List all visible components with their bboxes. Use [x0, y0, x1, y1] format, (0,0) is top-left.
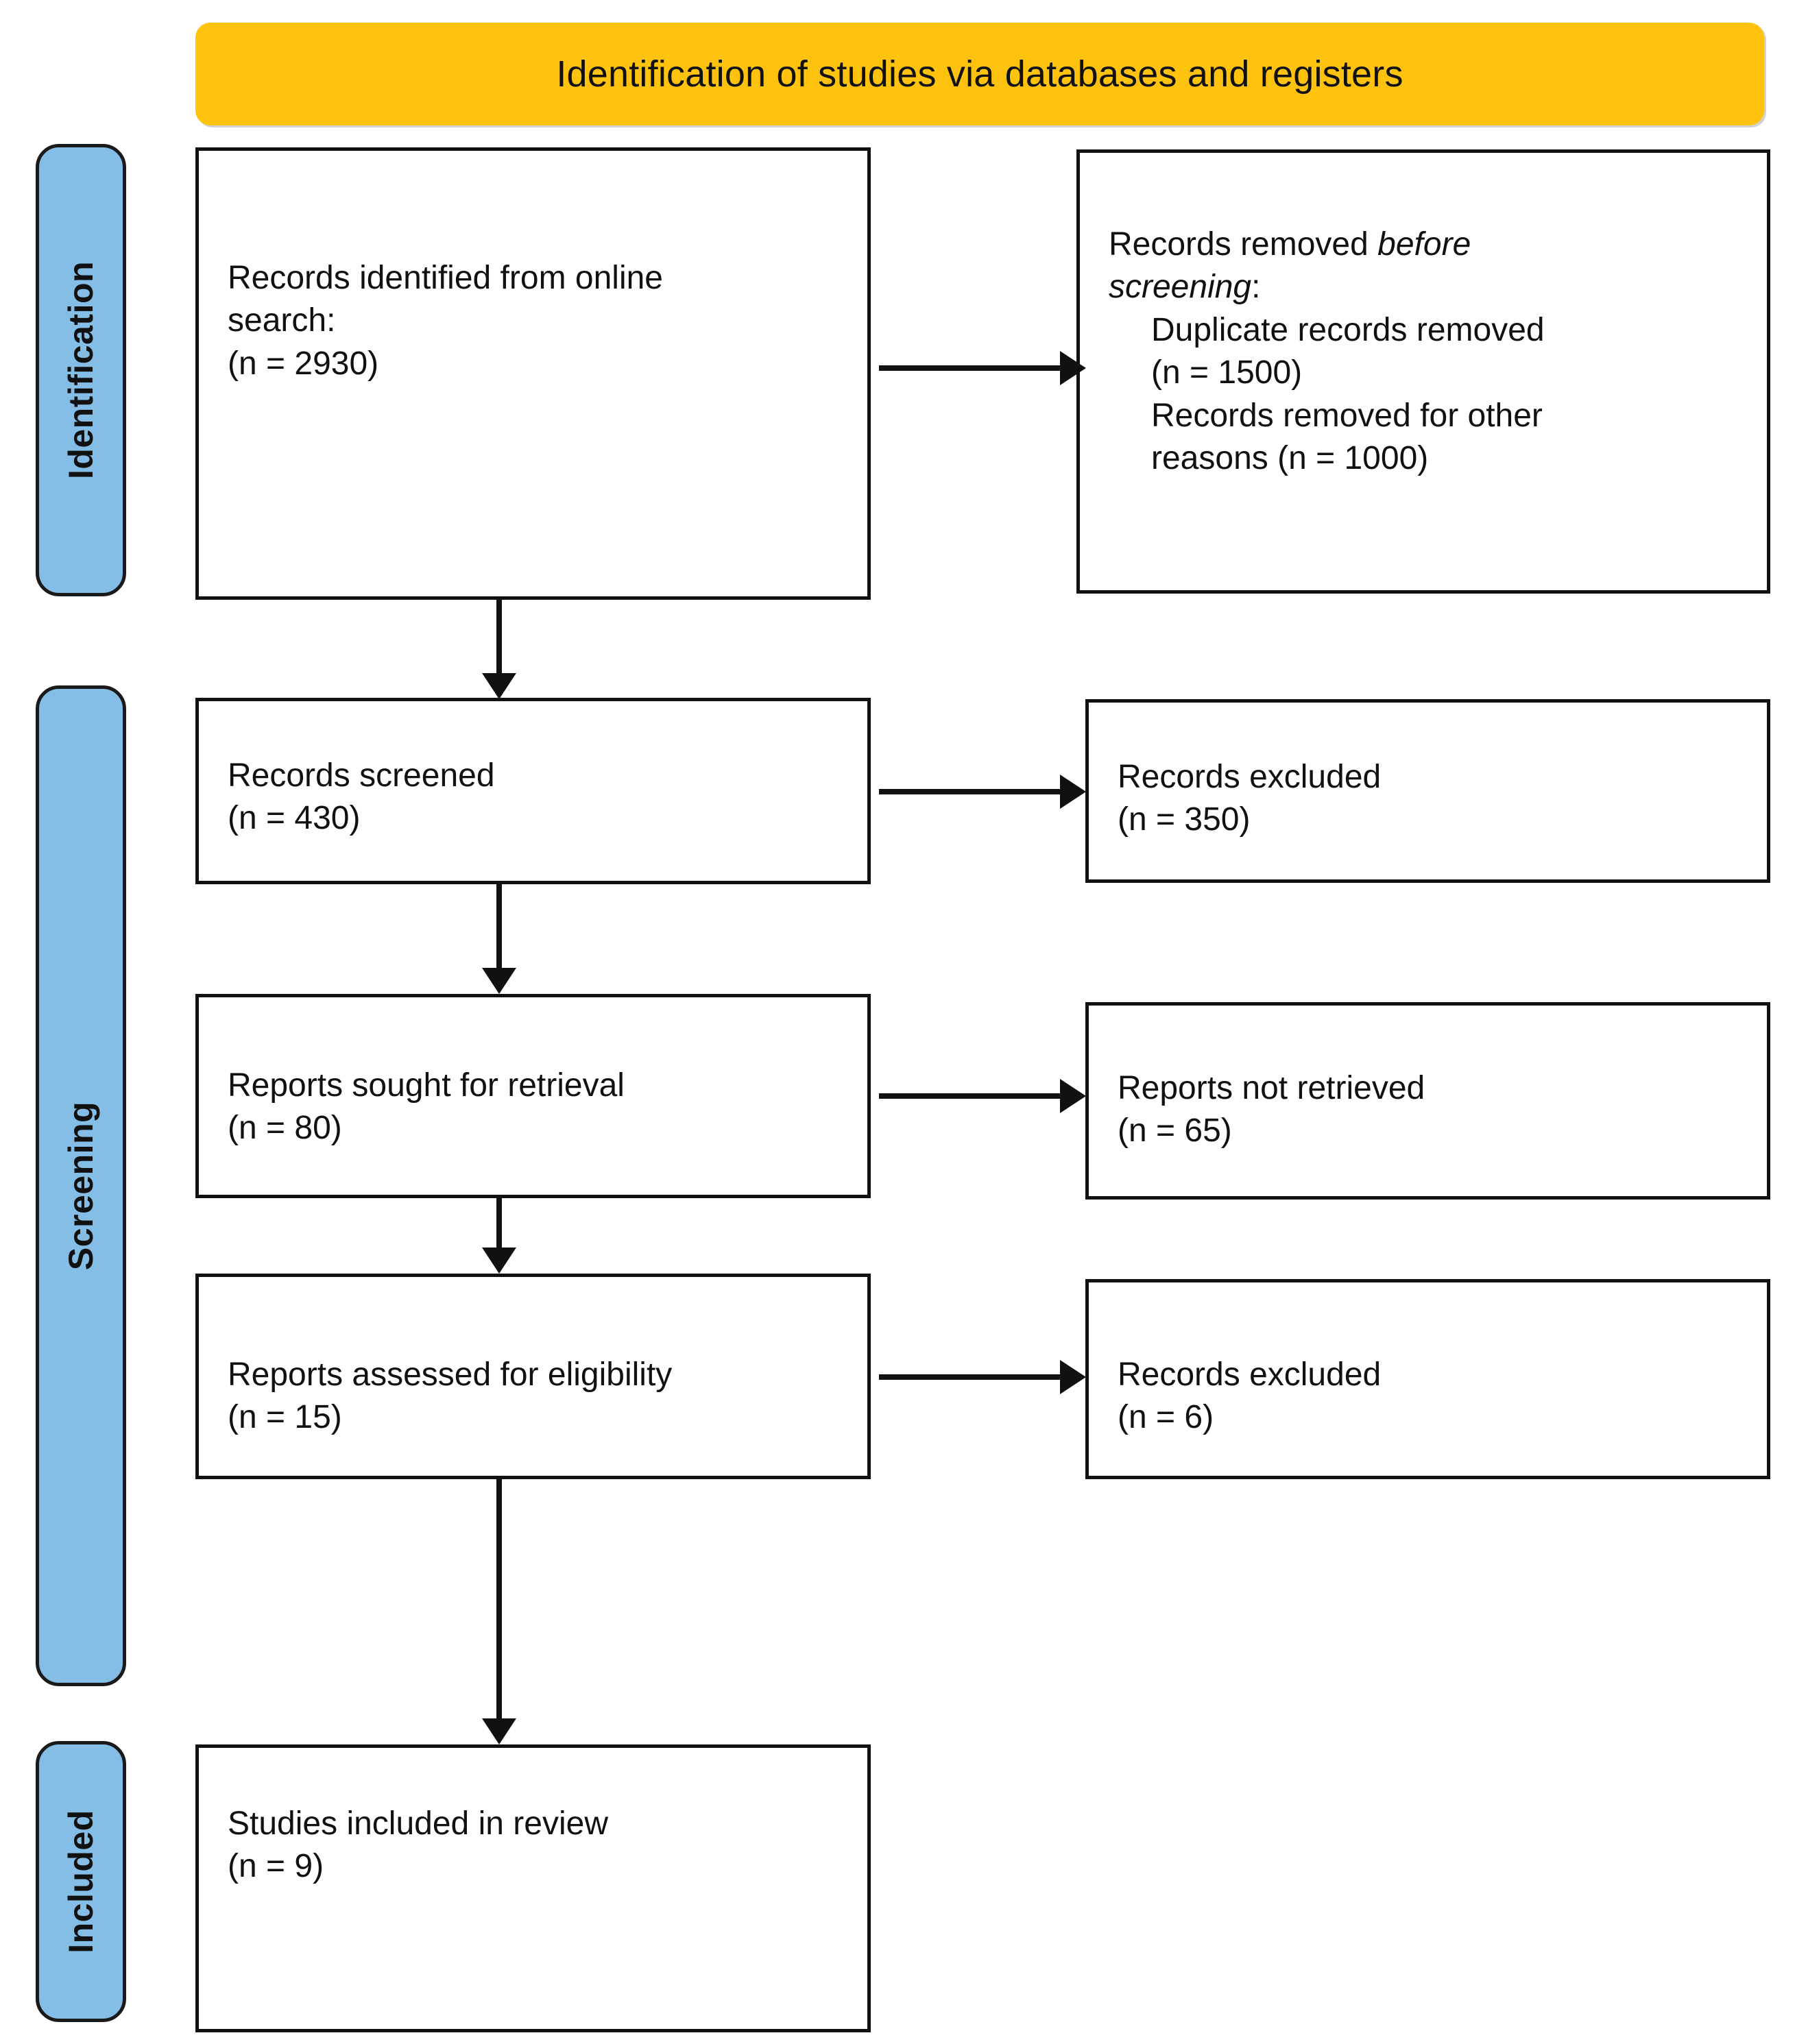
stage-label-identification: Identification — [36, 144, 126, 596]
reports-not-retrieved-count: (n = 65) — [1118, 1112, 1232, 1149]
arrow-shaft — [879, 1374, 1063, 1380]
box-records-removed-text: Records removed before screening: Duplic… — [1109, 223, 1749, 480]
arrow-head-right-icon — [1060, 1360, 1086, 1394]
studies-included-label: Studies included in review — [228, 1805, 608, 1842]
records-removed-lead: Records removed — [1109, 226, 1378, 263]
box-records-screened-text: Records screened (n = 430) — [228, 755, 849, 840]
arrow-head-right-icon — [1060, 1079, 1086, 1113]
arrow-assessed-to-excluded — [879, 1352, 1086, 1402]
arrow-sought-to-assessed — [472, 1198, 527, 1274]
box-records-excluded-screening-text: Records excluded (n = 350) — [1118, 756, 1749, 842]
records-identified-count: (n = 2930) — [228, 345, 379, 382]
box-records-identified-text: Records identified from online search: (… — [228, 257, 849, 385]
records-screened-label: Records screened — [228, 757, 495, 794]
arrow-shaft — [879, 789, 1063, 794]
arrow-shaft — [496, 1198, 502, 1250]
diagram-header-banner: Identification of studies via databases … — [195, 23, 1764, 125]
box-reports-assessed: Reports assessed for eligibility (n = 15… — [195, 1274, 871, 1479]
arrow-head-down-icon — [482, 673, 516, 699]
arrow-shaft — [879, 365, 1063, 371]
box-reports-not-retrieved: Reports not retrieved (n = 65) — [1085, 1002, 1770, 1200]
stage-label-screening: Screening — [36, 685, 126, 1686]
arrow-sought-to-not-retrieved — [879, 1071, 1086, 1121]
reports-sought-label: Reports sought for retrieval — [228, 1067, 625, 1104]
arrow-identified-to-screened — [472, 598, 527, 699]
records-excluded-eligibility-label: Records excluded — [1118, 1356, 1382, 1393]
duplicate-records-removed-count: (n = 1500) — [1151, 354, 1303, 391]
page-title: Identification of studies via databases … — [556, 53, 1403, 95]
records-excluded-screening-label: Records excluded — [1118, 759, 1382, 795]
box-records-identified: Records identified from online search: (… — [195, 147, 871, 600]
box-reports-sought-text: Reports sought for retrieval (n = 80) — [228, 1064, 849, 1150]
box-records-excluded-eligibility-text: Records excluded (n = 6) — [1118, 1354, 1749, 1439]
records-excluded-screening-count: (n = 350) — [1118, 801, 1251, 838]
stage-label-included: Included — [36, 1741, 126, 2022]
records-removed-italic-screening: screening — [1109, 269, 1252, 306]
box-records-excluded-eligibility: Records excluded (n = 6) — [1085, 1279, 1770, 1479]
arrow-screened-to-excluded — [879, 766, 1086, 817]
arrow-shaft — [496, 884, 502, 971]
stage-label-screening-text: Screening — [62, 1101, 100, 1271]
records-identified-line2: search: — [228, 302, 336, 339]
other-reasons-removed-label: Records removed for other — [1151, 397, 1543, 434]
box-studies-included-text: Studies included in review (n = 9) — [228, 1803, 849, 1888]
duplicate-records-removed-label: Duplicate records removed — [1151, 311, 1545, 348]
stage-label-identification-text: Identification — [62, 260, 101, 480]
box-reports-not-retrieved-text: Reports not retrieved (n = 65) — [1118, 1067, 1749, 1153]
reports-not-retrieved-label: Reports not retrieved — [1118, 1070, 1425, 1106]
records-identified-line1: Records identified from online — [228, 260, 663, 296]
box-records-screened: Records screened (n = 430) — [195, 698, 871, 884]
arrow-shaft — [496, 1479, 502, 1721]
arrow-shaft — [879, 1093, 1063, 1099]
box-reports-assessed-text: Reports assessed for eligibility (n = 15… — [228, 1354, 849, 1439]
records-removed-colon: : — [1251, 269, 1261, 306]
arrow-shaft — [496, 598, 502, 676]
arrow-head-down-icon — [482, 1248, 516, 1274]
box-reports-sought: Reports sought for retrieval (n = 80) — [195, 994, 871, 1198]
box-studies-included: Studies included in review (n = 9) — [195, 1744, 871, 2032]
reports-assessed-label: Reports assessed for eligibility — [228, 1356, 673, 1393]
records-screened-count: (n = 430) — [228, 800, 361, 837]
arrow-head-down-icon — [482, 1718, 516, 1744]
reports-sought-count: (n = 80) — [228, 1110, 342, 1147]
records-excluded-eligibility-count: (n = 6) — [1118, 1399, 1214, 1436]
arrow-head-right-icon — [1060, 351, 1086, 385]
arrow-assessed-to-included — [472, 1479, 527, 1744]
arrow-head-down-icon — [482, 968, 516, 994]
arrow-head-right-icon — [1060, 775, 1086, 809]
stage-label-included-text: Included — [62, 1810, 101, 1954]
reports-assessed-count: (n = 15) — [228, 1399, 342, 1436]
studies-included-count: (n = 9) — [228, 1848, 324, 1885]
other-reasons-removed-count: reasons (n = 1000) — [1151, 439, 1429, 476]
box-records-excluded-screening: Records excluded (n = 350) — [1085, 699, 1770, 883]
records-removed-italic-before: before — [1377, 226, 1471, 263]
arrow-identified-to-removed — [879, 343, 1086, 393]
arrow-screened-to-sought — [472, 884, 527, 994]
box-records-removed: Records removed before screening: Duplic… — [1076, 149, 1770, 594]
